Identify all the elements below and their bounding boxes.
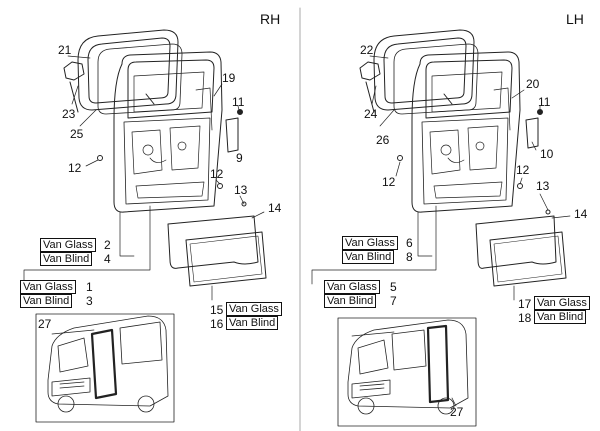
- lh-side-label: LH: [566, 11, 584, 27]
- callout-number: 27: [450, 405, 464, 419]
- rh-exploded-view: [23, 29, 267, 423]
- lh-seal-strip: [359, 61, 381, 81]
- van-blind-tag: Van Blind: [20, 294, 73, 308]
- lh-van-drawing: [347, 319, 469, 415]
- callout-number: 12: [382, 175, 396, 189]
- callout-number: 11: [232, 95, 245, 109]
- callout-number: 12: [68, 161, 82, 175]
- callout-number: 1: [86, 280, 93, 294]
- callout-number: 8: [406, 250, 413, 264]
- callout-number: 20: [526, 77, 540, 91]
- callout-number: 13: [234, 183, 248, 197]
- callout-number: 14: [574, 207, 588, 221]
- callout-number: 6: [406, 236, 413, 250]
- rh-trim-backing: [167, 215, 259, 269]
- lh-window-frame-inner: [383, 37, 467, 104]
- lh-exploded-view: [311, 29, 571, 427]
- callout-number: 12: [210, 167, 224, 181]
- callout-number: 19: [222, 71, 236, 85]
- rh-van-inset: [35, 313, 175, 423]
- van-blind-tag: Van Blind: [226, 316, 279, 330]
- van-glass-tag: Van Glass: [40, 238, 96, 252]
- lh-window-frame-outer: [373, 29, 475, 111]
- callout-number: 10: [540, 147, 554, 161]
- rh-door-shell: [113, 51, 223, 213]
- callout-number: 18: [518, 311, 532, 325]
- van-glass-tag: Van Glass: [324, 280, 380, 294]
- callout-number: 12: [516, 163, 530, 177]
- lh-trim-backing: [475, 215, 557, 269]
- rh-door-window-opening: [127, 59, 215, 119]
- van-glass-tag: Van Glass: [342, 236, 398, 250]
- rh-side-label: RH: [260, 11, 281, 27]
- van-blind-tag: Van Blind: [324, 294, 377, 308]
- callout-number: 2: [104, 238, 111, 252]
- callout-number: 14: [268, 201, 282, 215]
- callout-number: 26: [376, 133, 390, 147]
- rh-window-frame-inner: [87, 37, 171, 104]
- lh-trim-panel: [489, 231, 567, 287]
- callout-number: 23: [62, 107, 76, 121]
- callout-number: 22: [360, 43, 374, 57]
- rh-seal-strip: [63, 61, 85, 81]
- callout-number: 9: [236, 151, 243, 165]
- lh-van-inset: [337, 317, 477, 427]
- callout-number: 13: [536, 179, 550, 193]
- lh-door-window-opening: [425, 59, 513, 119]
- van-glass-tag: Van Glass: [20, 280, 76, 294]
- rh-window-frame-outer: [77, 29, 179, 111]
- rh-hinge-bracket: [225, 117, 239, 153]
- van-blind-tag: Van Blind: [40, 252, 93, 266]
- callout-number: 27: [38, 317, 52, 331]
- callout-number: 7: [390, 294, 397, 308]
- callout-number: 24: [364, 107, 378, 121]
- rh-van-drawing: [47, 315, 169, 413]
- callout-number: 21: [58, 43, 72, 57]
- callout-number: 17: [518, 297, 532, 311]
- callout-number: 15: [210, 303, 224, 317]
- callout-number: 25: [70, 127, 84, 141]
- van-glass-tag: Van Glass: [226, 302, 282, 316]
- rh-trim-panel: [185, 231, 267, 287]
- callout-number: 5: [390, 280, 397, 294]
- lh-hinge-bracket: [525, 117, 539, 149]
- callout-number: 16: [210, 317, 224, 331]
- van-blind-tag: Van Blind: [534, 310, 587, 324]
- van-blind-tag: Van Blind: [342, 250, 395, 264]
- callout-number: 11: [538, 95, 551, 109]
- callout-number: 4: [104, 252, 111, 266]
- callout-number: 3: [86, 294, 93, 308]
- lh-door-shell: [411, 51, 521, 213]
- van-glass-tag: Van Glass: [534, 296, 590, 310]
